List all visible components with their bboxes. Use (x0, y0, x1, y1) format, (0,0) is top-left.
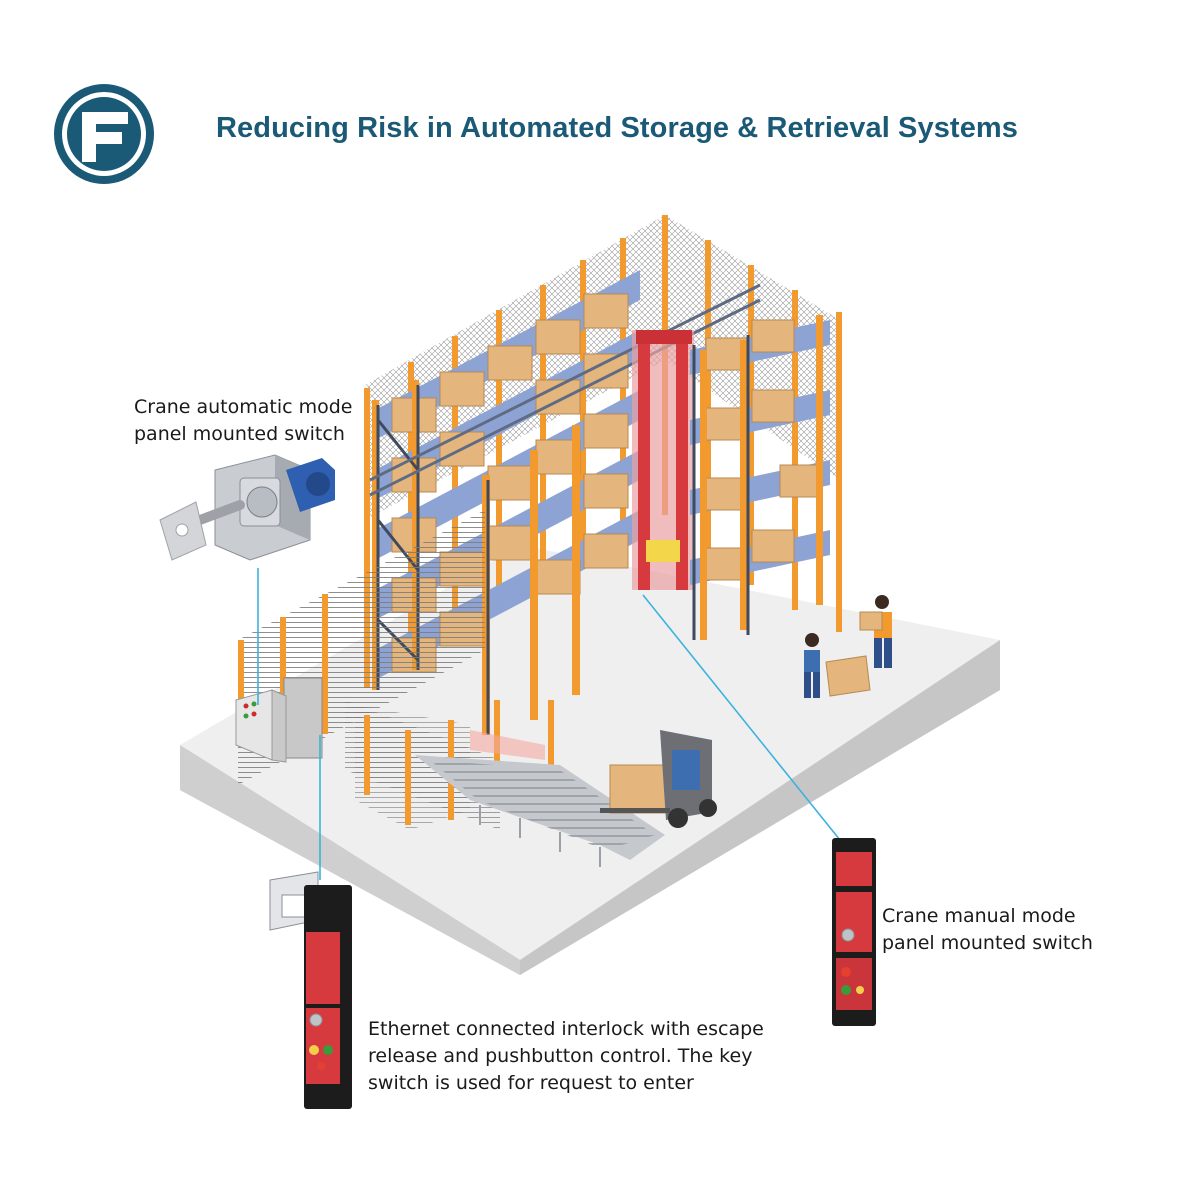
callout-auto-mode-line-2: panel mounted switch (134, 423, 345, 445)
interlock-icon (269, 871, 352, 1109)
callout-auto-mode-line-1: Crane automatic mode (134, 396, 353, 418)
callout-auto-mode: Crane automatic mode panel mounted switc… (134, 394, 353, 448)
stacker-crane (632, 330, 694, 590)
callout-lines (257, 568, 841, 880)
callout-ethernet-line-1: Ethernet connected interlock with escape (368, 1018, 764, 1040)
key-switch-icon (159, 454, 335, 561)
brand-logo-icon (54, 84, 154, 184)
forklift (600, 730, 717, 828)
control-cabinet (235, 689, 287, 763)
callout-manual-mode-line-1: Crane manual mode (882, 905, 1076, 927)
callout-ethernet-line-2: release and pushbutton control. The key (368, 1045, 753, 1067)
page-title: Reducing Risk in Automated Storage & Ret… (216, 112, 1019, 144)
floor-platform (180, 545, 1000, 975)
callout-manual-mode: Crane manual mode panel mounted switch (882, 903, 1093, 957)
callout-ethernet-interlock: Ethernet connected interlock with escape… (368, 1016, 764, 1097)
callout-manual-mode-line-2: panel mounted switch (882, 932, 1093, 954)
callout-ethernet-line-3: switch is used for request to enter (368, 1072, 694, 1094)
conveyor (415, 730, 665, 867)
workers (804, 595, 892, 698)
panel-switch-icon (832, 838, 876, 1026)
